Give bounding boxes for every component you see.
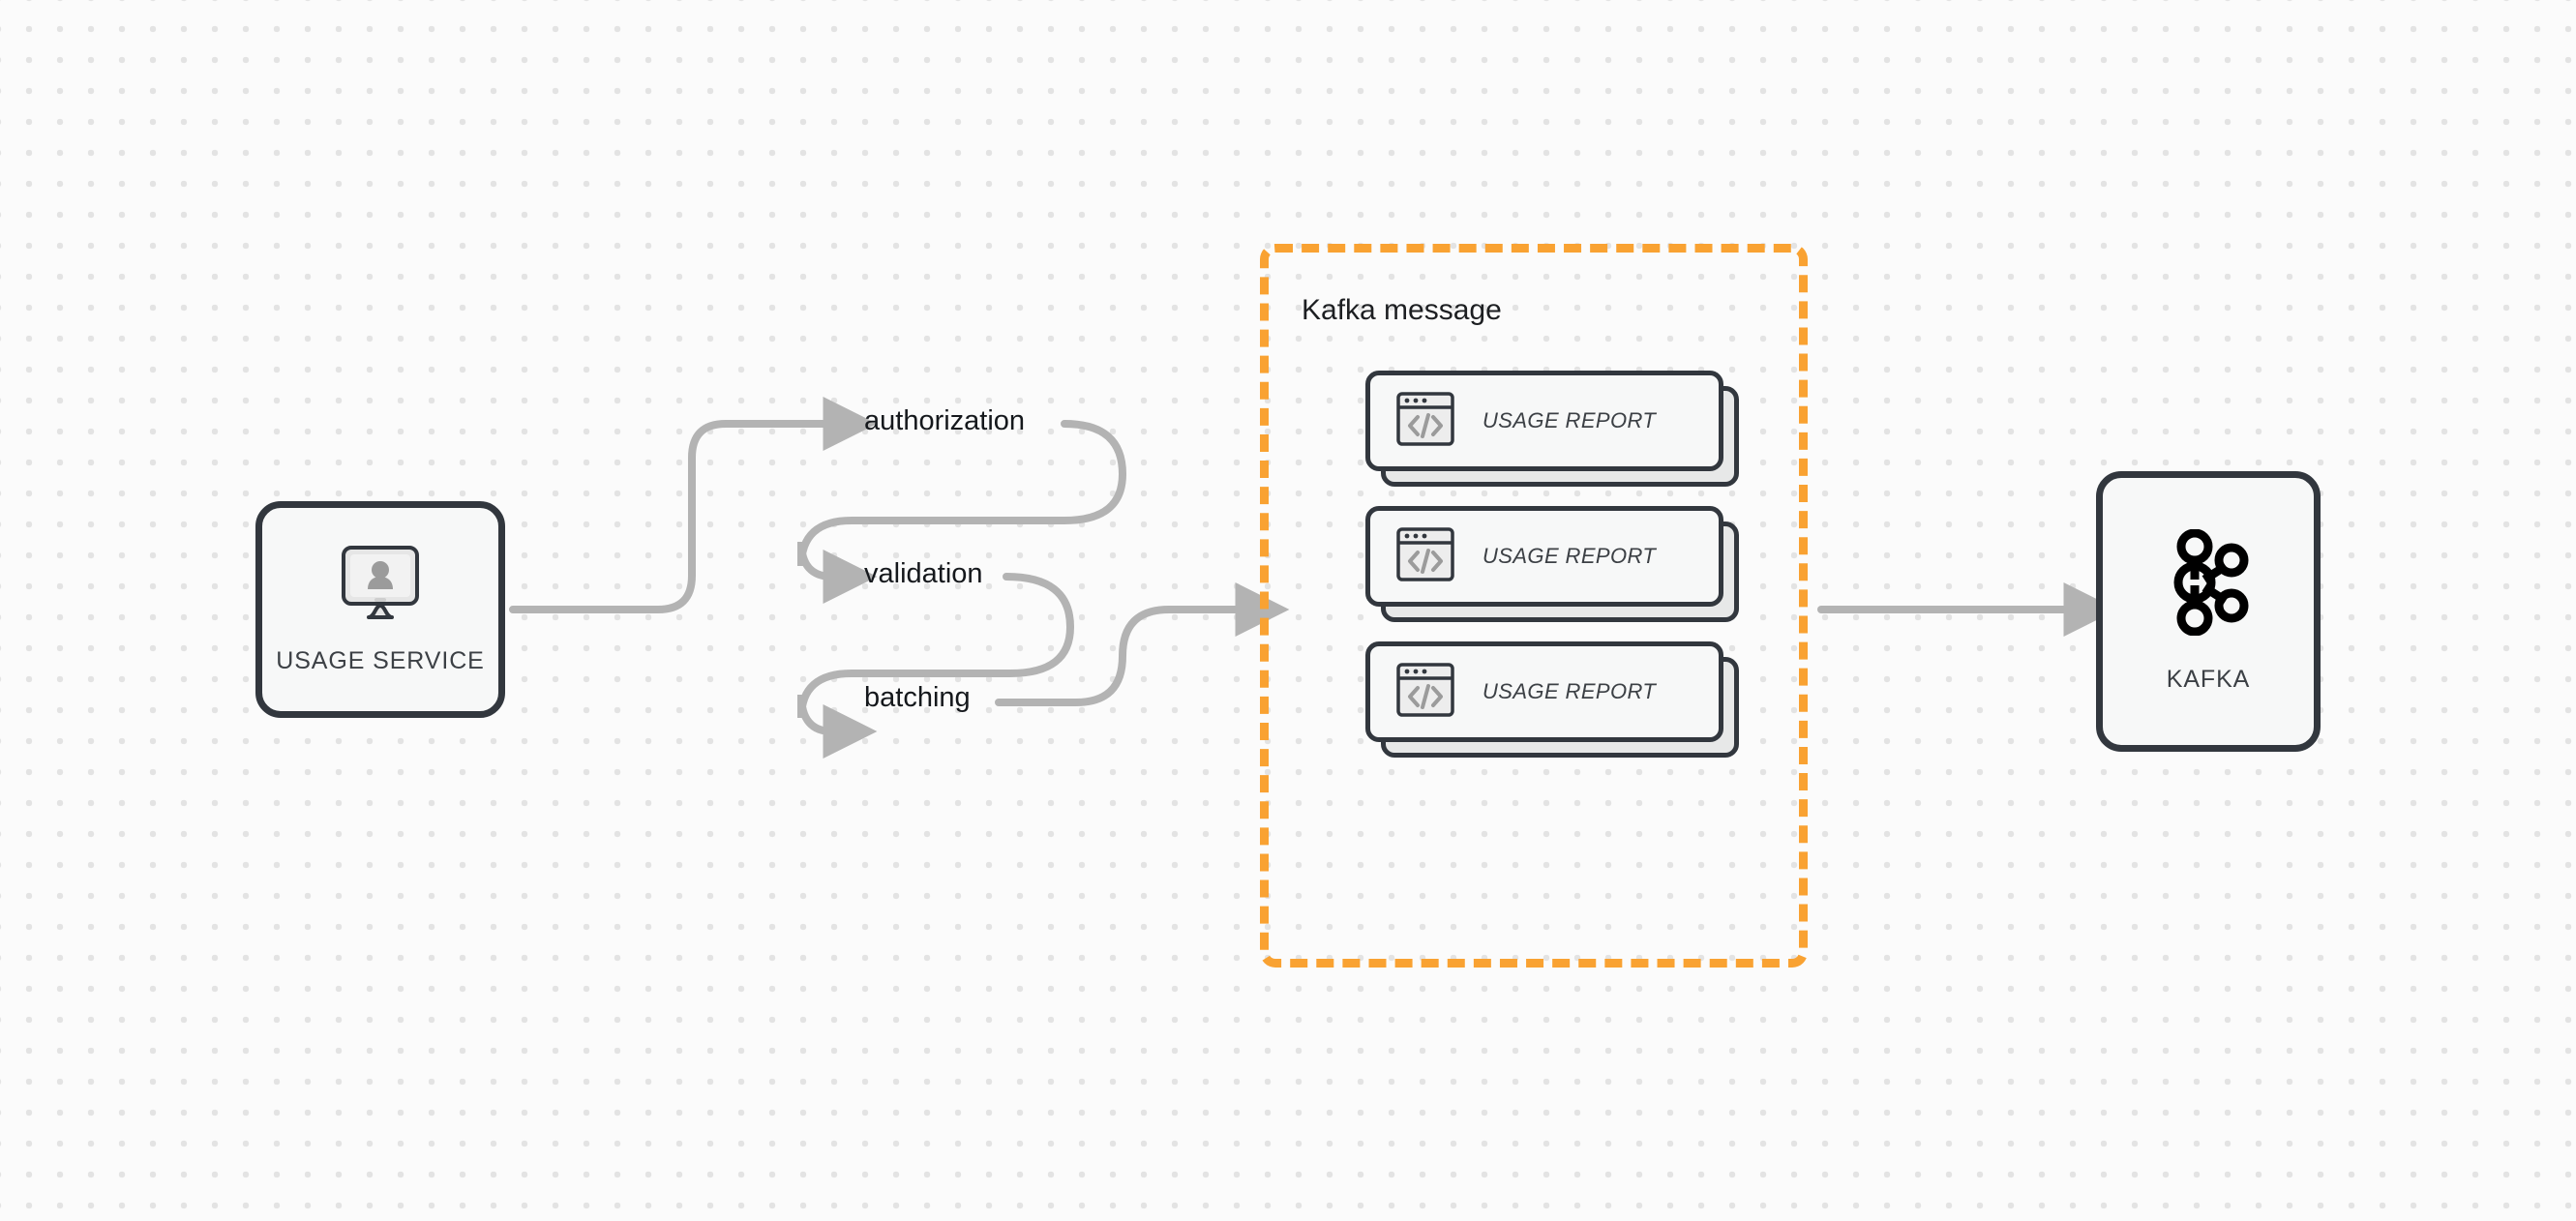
group-kafka-message-title: Kafka message — [1302, 294, 1502, 326]
edge-batching-to-kafka-message — [995, 582, 1290, 706]
kafka-logo-icon — [2162, 528, 2255, 640]
step-label-batching: batching — [864, 682, 971, 713]
edge-usage-service-to-authorization — [509, 397, 878, 613]
usage-report-card[interactable]: USAGE REPORT — [1365, 641, 1739, 758]
step-label-validation: validation — [864, 558, 983, 589]
code-window-icon — [1395, 526, 1455, 587]
group-kafka-message[interactable]: Kafka message USAGE REP — [1260, 244, 1808, 968]
usage-report-card[interactable]: USAGE REPORT — [1365, 506, 1739, 622]
node-kafka-label: KAFKA — [2166, 666, 2251, 693]
usage-report-card-label: USAGE REPORT — [1483, 679, 1657, 703]
node-usage-service-label: USAGE SERVICE — [276, 647, 485, 674]
monitor-user-icon — [336, 544, 425, 626]
usage-report-card[interactable]: USAGE REPORT — [1365, 371, 1739, 487]
usage-report-card-label: USAGE REPORT — [1483, 544, 1657, 568]
node-usage-service[interactable]: USAGE SERVICE — [255, 501, 505, 718]
usage-report-card-label: USAGE REPORT — [1483, 408, 1657, 432]
code-window-icon — [1395, 391, 1455, 452]
edge-authorization-to-validation — [797, 420, 1127, 604]
code-window-icon — [1395, 662, 1455, 723]
node-kafka[interactable]: KAFKA — [2096, 471, 2321, 752]
step-label-authorization: authorization — [864, 405, 1026, 436]
